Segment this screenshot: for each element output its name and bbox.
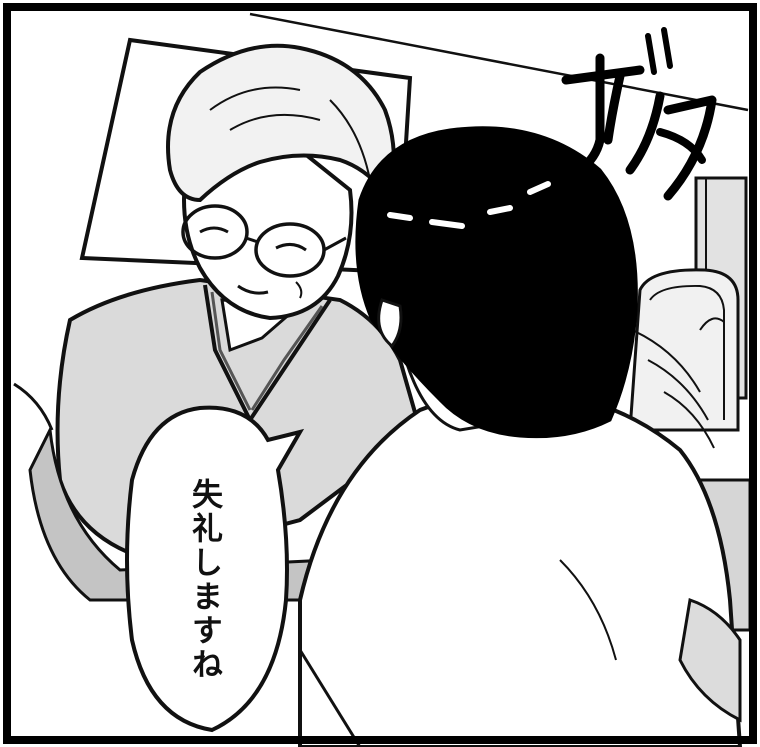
nurse-character <box>298 126 743 747</box>
panel-border <box>3 3 757 744</box>
speech-bubble-text: 失礼しますね <box>186 478 222 682</box>
speech-bubble <box>125 405 305 733</box>
wall-line <box>249 12 749 112</box>
sound-effect-text: ガタ <box>548 30 549 31</box>
sound-effect-gata <box>561 27 717 201</box>
